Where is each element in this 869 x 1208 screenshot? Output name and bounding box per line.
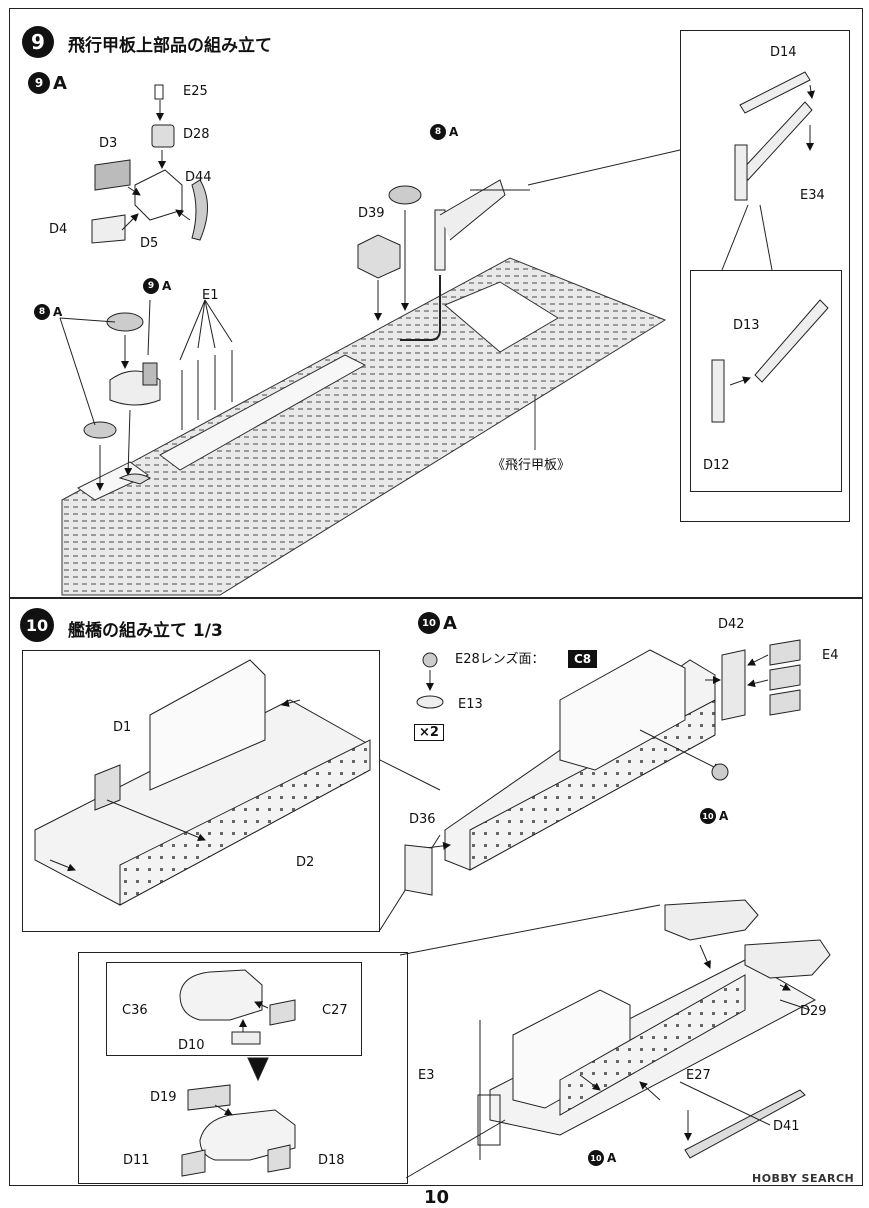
step10-inset-bottom <box>78 952 408 1184</box>
inset-bottom-parts <box>179 969 296 1177</box>
ref-10a-mid-letter: A <box>719 809 729 823</box>
ref-9a-circle: 9 <box>143 278 159 294</box>
step10-panel <box>9 598 863 1186</box>
step9-number: 9 <box>31 30 45 54</box>
ref-8a-top-circle: 8 <box>430 124 446 140</box>
step9-title: 飛行甲板上部品の組み立て <box>68 36 272 56</box>
step10a-label: 10 A <box>418 612 457 634</box>
step9a-circle: 9 <box>28 72 50 94</box>
step10a-circle: 10 <box>418 612 440 634</box>
ref-8a-left-circle: 8 <box>34 304 50 320</box>
part-label-d28: D28 <box>183 127 210 142</box>
part-label-d42: D42 <box>718 617 745 632</box>
step9-panel <box>9 8 863 598</box>
step9-inset-crane <box>680 30 850 522</box>
part-label-e4: E4 <box>822 648 839 663</box>
deck-raised-strip <box>159 354 367 471</box>
ref-8a-left: 8 A <box>34 304 62 320</box>
part-label-d4: D4 <box>49 222 68 237</box>
ref-10a-bottom-circle: 10 <box>588 1150 604 1166</box>
step9-inset-crane-detail <box>690 270 842 492</box>
part-label-d1: D1 <box>113 720 132 735</box>
ref-9a-letter: A <box>162 279 172 293</box>
step9a-letter: A <box>53 72 67 94</box>
deck-elevator-opening <box>444 281 559 353</box>
part-label-d36: D36 <box>409 812 436 827</box>
part-label-d14: D14 <box>770 45 797 60</box>
part-label-d13: D13 <box>733 318 760 333</box>
ref-10a-bottom: 10 A <box>588 1150 616 1166</box>
part-label-d41: D41 <box>773 1119 800 1134</box>
part-label-d29: D29 <box>800 1004 827 1019</box>
part-label-d18: D18 <box>318 1153 345 1168</box>
part-group-left <box>59 299 161 491</box>
part-label-e28: E28レンズ面： <box>455 652 545 667</box>
part-label-e27: E27 <box>686 1068 711 1083</box>
part-label-e3: E3 <box>418 1068 435 1083</box>
part-label-d12: D12 <box>703 458 730 473</box>
step10-number: 10 <box>25 615 49 635</box>
bridge-upper <box>404 639 801 896</box>
part-label-d2: D2 <box>296 855 315 870</box>
part-label-e1: E1 <box>202 288 219 303</box>
step10-title: 艦橋の組み立て 1/3 <box>68 621 223 641</box>
part-label-c36: C36 <box>122 1003 148 1018</box>
part-label-d44: D44 <box>185 170 212 185</box>
page-number: 10 <box>424 1187 450 1208</box>
watermark: HOBBY SEARCH <box>752 1172 855 1185</box>
part-label-d11: D11 <box>123 1153 150 1168</box>
ref-8a-left-letter: A <box>53 305 63 319</box>
part-label-e34: E34 <box>800 188 825 203</box>
ref-9a: 9 A <box>143 278 171 294</box>
step10-inset-top <box>22 650 380 932</box>
bridge-lower <box>399 899 831 1179</box>
ref-10a-mid-circle: 10 <box>700 808 716 824</box>
part-group-e1 <box>179 299 233 430</box>
step9-number-badge: 9 <box>22 26 54 58</box>
part-group-9a <box>91 84 208 244</box>
step10a-letter: A <box>443 612 457 634</box>
paint-code-c8: C8 <box>568 650 598 668</box>
part-label-d19: D19 <box>150 1090 177 1105</box>
step10-inset-bottom-inner <box>106 962 362 1056</box>
part-label-d39: D39 <box>358 206 385 221</box>
bridge-base-main <box>34 659 441 931</box>
part-label-c27: C27 <box>322 1003 348 1018</box>
ref-8a-top-letter: A <box>449 125 459 139</box>
step9a-label: 9 A <box>28 72 67 94</box>
step10-number-badge: 10 <box>20 608 54 642</box>
deck-label: 《飛行甲板》 <box>492 458 571 473</box>
part-label-e25: E25 <box>183 84 208 99</box>
part-label-d10: D10 <box>178 1038 205 1053</box>
ref-8a-top: 8 A <box>430 124 458 140</box>
inset-crane-parts <box>527 71 829 423</box>
part-label-d3: D3 <box>99 136 118 151</box>
part-group-crane <box>357 179 530 341</box>
ref-10a-mid: 10 A <box>700 808 728 824</box>
part-label-e13: E13 <box>458 697 483 712</box>
quantity-badge-x2: ×2 <box>414 724 444 741</box>
ref-10a-bottom-letter: A <box>607 1151 617 1165</box>
part-label-d5: D5 <box>140 236 159 251</box>
